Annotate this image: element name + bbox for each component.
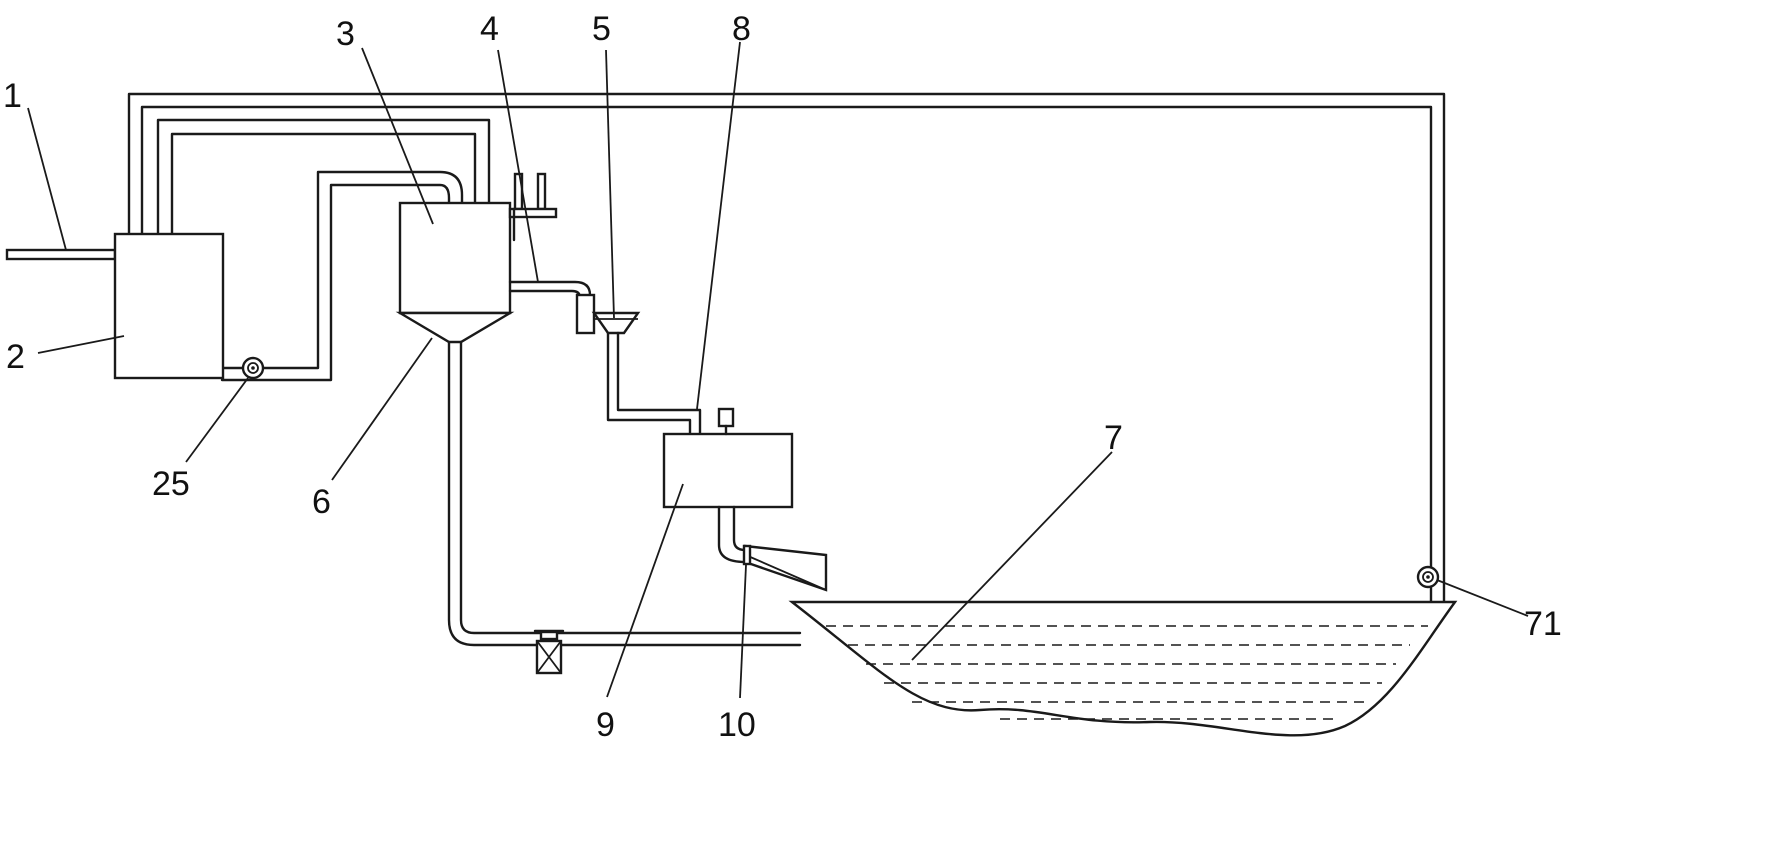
funnel-5 [591,311,641,335]
label-71: 71 [1524,605,1562,643]
pump-71-icon [1416,565,1440,589]
label-2: 2 [6,338,25,376]
label-5: 5 [592,10,611,48]
label-4: 4 [480,10,499,48]
valve-icon [533,629,565,675]
label-7: 7 [1104,419,1123,457]
label-10: 10 [718,706,756,744]
label-3: 3 [336,15,355,53]
unit-9 [662,407,794,509]
callout-labels: 1 2 3 4 5 8 25 6 7 9 10 71 [3,10,1562,744]
pump-line-25-to-3 [220,170,464,382]
bottom-drain-pipe [447,340,802,647]
funnel-to-unit-9-pipe [606,331,702,436]
pipe-4 [508,280,596,335]
label-1: 1 [3,77,22,115]
label-9: 9 [596,706,615,744]
outlet-10 [717,505,828,592]
leader-lines [27,41,1529,699]
inlet-pipe [5,248,117,261]
tank-3-top-fittings [508,172,558,242]
label-8: 8 [732,10,751,48]
unit-2-box [113,232,225,380]
tank-3 [395,201,515,344]
return-pipe-loop [127,92,1446,604]
pond-7 [788,600,1458,737]
upper-pipes-2-to-3 [156,118,491,262]
label-6: 6 [312,483,331,521]
pump-25-icon [241,356,265,380]
label-25: 25 [152,465,190,503]
